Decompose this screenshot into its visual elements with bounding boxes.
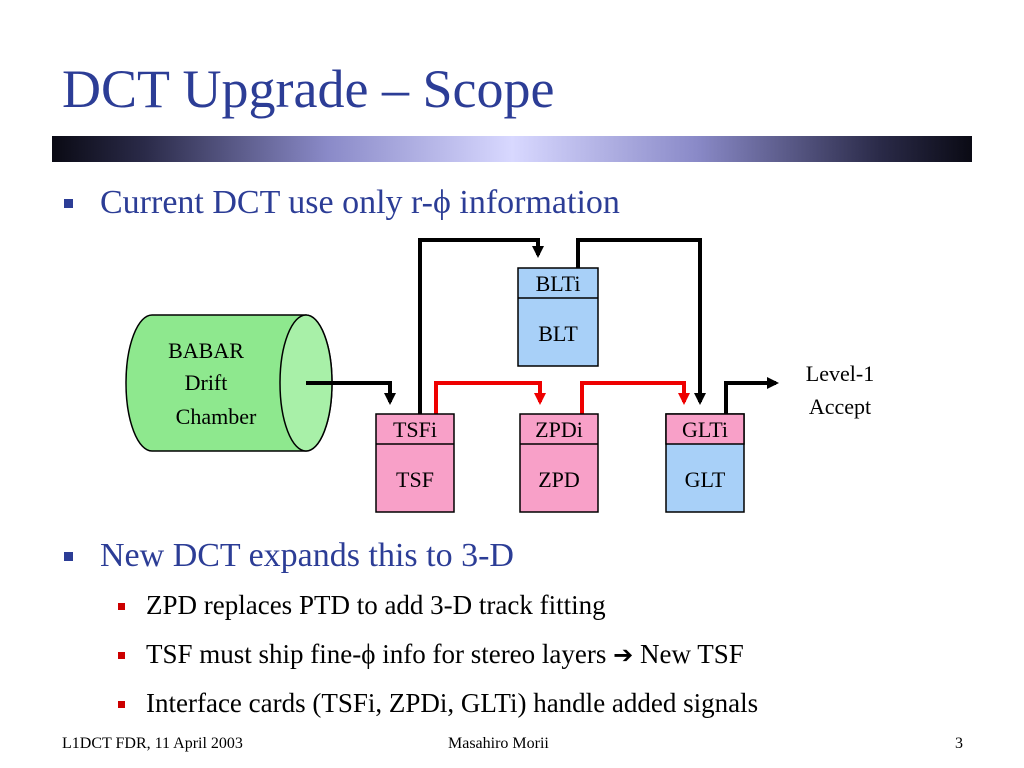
glt-label: GLT <box>685 467 726 492</box>
tsf-module: TSFi TSF <box>375 413 455 513</box>
glti-to-accept-arrow <box>724 377 779 414</box>
footer-center: Masahiro Morii <box>448 735 549 752</box>
chamber-label-line2: Drift <box>185 370 228 395</box>
chamber-label-line3: Chamber <box>176 404 257 429</box>
blt-interface-label: BLTi <box>536 271 581 296</box>
sub-bullet-text: Interface cards (TSFi, ZPDi, GLTi) handl… <box>146 688 759 718</box>
glt-module: GLTi GLT <box>665 413 745 513</box>
glt-interface-label: GLTi <box>682 417 728 442</box>
title-gradient-bar <box>52 136 972 162</box>
bullet-text: New DCT expands this to 3-D <box>100 537 514 574</box>
accept-label-line1: Level-1 <box>806 361 874 386</box>
red-signal-paths <box>434 381 690 414</box>
right-arrow-icon: ➔ <box>613 641 634 669</box>
sub-bullet-square-icon <box>118 603 125 610</box>
bullet-square-icon <box>64 552 73 561</box>
drift-chamber-cylinder: BABAR Drift Chamber <box>125 314 333 452</box>
chamber-label-line1: BABAR <box>168 338 244 363</box>
black-signal-paths <box>306 238 779 414</box>
sub-bullet-text-post: New TSF <box>633 639 744 669</box>
footer-page-number: 3 <box>955 735 963 752</box>
zpd-interface-label: ZPDi <box>535 417 583 442</box>
tsf-label: TSF <box>396 467 434 492</box>
bullet-current-dct: Current DCT use only r-ϕ information <box>64 184 620 221</box>
zpd-label: ZPD <box>538 467 580 492</box>
sub-bullet-zpd: ZPD replaces PTD to add 3-D track fittin… <box>118 590 606 620</box>
zpdi-to-glti-arrow <box>580 381 690 414</box>
sub-bullet-square-icon <box>118 652 125 659</box>
bullet-text: Current DCT use only r-ϕ information <box>100 184 620 221</box>
sub-bullet-text-pre: TSF must ship fine-ϕ info for stereo lay… <box>146 639 614 669</box>
blt-label: BLT <box>538 321 578 346</box>
blt-module: BLTi BLT <box>517 267 599 367</box>
sub-bullet-square-icon <box>118 701 125 708</box>
tsf-interface-label: TSFi <box>393 417 437 442</box>
tsfi-to-zpdi-arrow <box>434 381 546 414</box>
slide-title: DCT Upgrade – Scope <box>62 59 555 119</box>
bullet-new-dct: New DCT expands this to 3-D <box>64 537 514 574</box>
sub-bullet-interface: Interface cards (TSFi, ZPDi, GLTi) handl… <box>118 688 759 718</box>
tsfi-to-blti-arrow <box>418 238 544 414</box>
sub-bullet-text: ZPD replaces PTD to add 3-D track fittin… <box>146 590 606 620</box>
accept-label-line2: Accept <box>809 394 871 419</box>
bullet-square-icon <box>64 199 73 208</box>
footer-left: L1DCT FDR, 11 April 2003 <box>62 735 243 752</box>
chamber-to-tsfi-arrow <box>306 381 396 405</box>
blti-to-glti-arrow <box>576 238 706 405</box>
sub-bullet-tsf: TSF must ship fine-ϕ info for stereo lay… <box>118 639 744 669</box>
zpd-module: ZPDi ZPD <box>519 413 599 513</box>
